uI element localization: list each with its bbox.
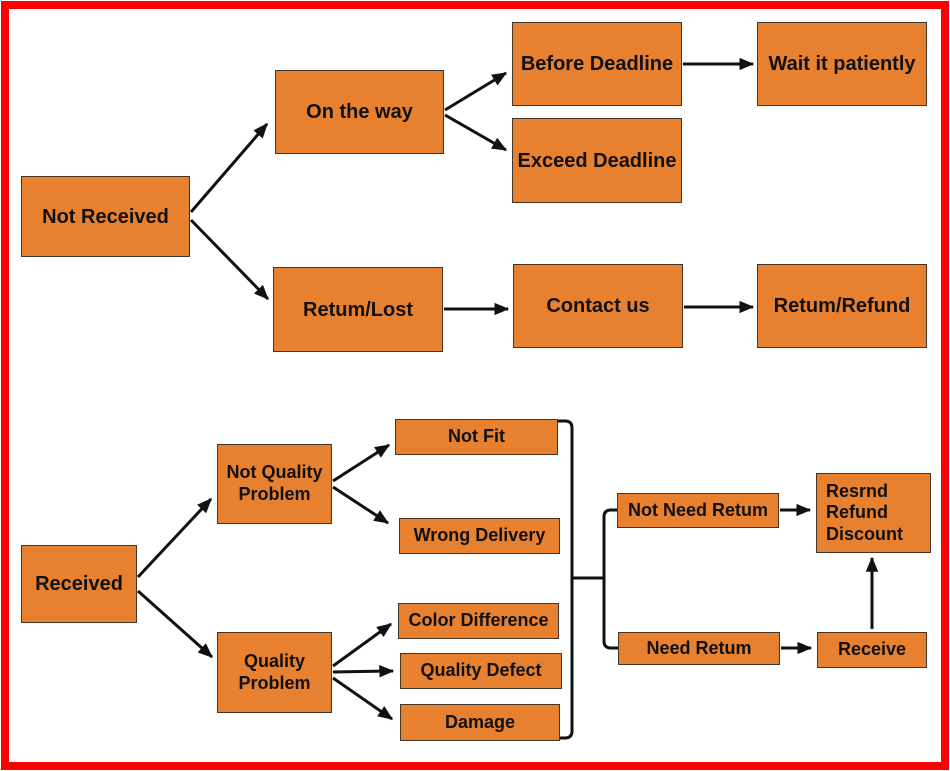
edge-received-quality-problem xyxy=(137,589,213,659)
node-quality-defect-label: Quality Defect xyxy=(420,660,542,681)
node-retum-refund-label: Retum/Refund xyxy=(773,295,911,317)
node-exceed-deadline: Exceed Deadline xyxy=(512,118,682,203)
node-not-received: Not Received xyxy=(21,176,190,257)
bracket-split-retum-options xyxy=(602,508,618,650)
node-not-received-label: Not Received xyxy=(42,205,169,228)
node-quality-problem-label: Quality Problem xyxy=(238,650,311,693)
node-need-retum-label: Need Retum xyxy=(646,637,752,658)
node-need-retum: Need Retum xyxy=(618,632,780,665)
edge-on-the-way-before-deadline xyxy=(444,71,508,112)
edge-not-received-retum-lost xyxy=(189,218,270,301)
node-received-label: Received xyxy=(35,573,123,595)
edge-not-quality-problem-not-fit xyxy=(332,443,391,483)
node-wrong-delivery: Wrong Delivery xyxy=(399,518,560,554)
node-before-deadline: Before Deadline xyxy=(512,22,682,106)
node-not-quality-problem: Not Quality Problem xyxy=(217,444,332,524)
node-damage-label: Damage xyxy=(444,711,516,732)
node-retum-refund: Retum/Refund xyxy=(757,264,927,348)
node-wait-it-patiently: Wait it patiently xyxy=(757,22,927,106)
node-not-fit-label: Not Fit xyxy=(448,426,505,447)
edge-received-not-quality-problem xyxy=(136,497,213,579)
node-quality-problem: Quality Problem xyxy=(217,632,332,713)
node-not-need-retum-label: Not Need Retum xyxy=(627,499,768,520)
edge-quality-problem-damage xyxy=(332,676,394,721)
node-color-difference: Color Difference xyxy=(398,603,559,639)
node-wrong-delivery-label: Wrong Delivery xyxy=(413,525,546,546)
edge-quality-problem-color-difference xyxy=(332,622,393,668)
node-received: Received xyxy=(21,545,137,623)
node-damage: Damage xyxy=(400,704,560,741)
node-exceed-deadline-label: Exceed Deadline xyxy=(517,149,677,172)
edge-not-quality-problem-wrong-delivery xyxy=(332,485,390,525)
edge-quality-problem-quality-defect xyxy=(332,664,395,678)
node-not-need-retum: Not Need Retum xyxy=(617,493,779,528)
node-receive: Receive xyxy=(817,632,927,668)
edge-not-received-on-the-way xyxy=(189,123,269,213)
node-contact-us: Contact us xyxy=(513,264,683,348)
node-retum-lost-label: Retum/Lost xyxy=(303,298,413,321)
node-retum-lost: Retum/Lost xyxy=(273,267,443,352)
node-on-the-way-label: On the way xyxy=(306,101,413,123)
edge-on-the-way-exceed-deadline xyxy=(444,113,508,152)
node-contact-us-label: Contact us xyxy=(546,295,650,317)
node-quality-defect: Quality Defect xyxy=(400,653,562,689)
node-color-difference-label: Color Difference xyxy=(408,610,549,631)
node-wait-it-patiently-label: Wait it patiently xyxy=(768,53,916,75)
node-not-quality-problem-label: Not Quality Problem xyxy=(226,462,323,504)
node-resrnd-refund-discount: Resrnd Refund Discount xyxy=(816,473,931,553)
node-resrnd-refund-discount-label: Resrnd Refund Discount xyxy=(826,480,904,544)
node-on-the-way: On the way xyxy=(275,70,444,154)
node-receive-label: Receive xyxy=(837,639,907,660)
node-before-deadline-label: Before Deadline xyxy=(520,53,674,75)
bracket-collect-reasons xyxy=(558,419,574,740)
node-not-fit: Not Fit xyxy=(395,419,558,455)
